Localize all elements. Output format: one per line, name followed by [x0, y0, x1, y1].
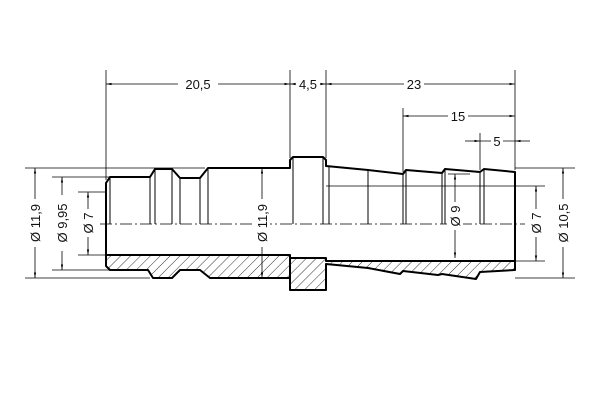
- dim-hose-outer: Ø 10,5: [556, 203, 571, 242]
- dim-barb-inner: Ø 9: [448, 206, 463, 227]
- dim-hose-bore: Ø 7: [529, 213, 544, 234]
- dim-plug-mid: Ø 9,95: [55, 203, 70, 242]
- diameter-dimensions: Ø 11,9 Ø 9,95 Ø 7 Ø 11,9 Ø 9 Ø 7 Ø 10,5: [27, 195, 571, 251]
- dim-body: Ø 11,9: [255, 204, 270, 242]
- length-dimensions: 20,5 4,5 23 15 5: [178, 76, 503, 149]
- dim-plug-length: 20,5: [185, 77, 210, 92]
- dim-plug-bore: Ø 7: [81, 213, 96, 234]
- dim-flange-width: 4,5: [299, 77, 317, 92]
- dim-barb-length: 23: [407, 77, 421, 92]
- part-outline: [105, 156, 516, 224]
- dim-plug-outer: Ø 11,9: [28, 204, 43, 242]
- dim-barb-pitch: 5: [493, 134, 500, 149]
- section-hatch: [105, 254, 516, 291]
- dim-barb-section: 15: [451, 109, 465, 124]
